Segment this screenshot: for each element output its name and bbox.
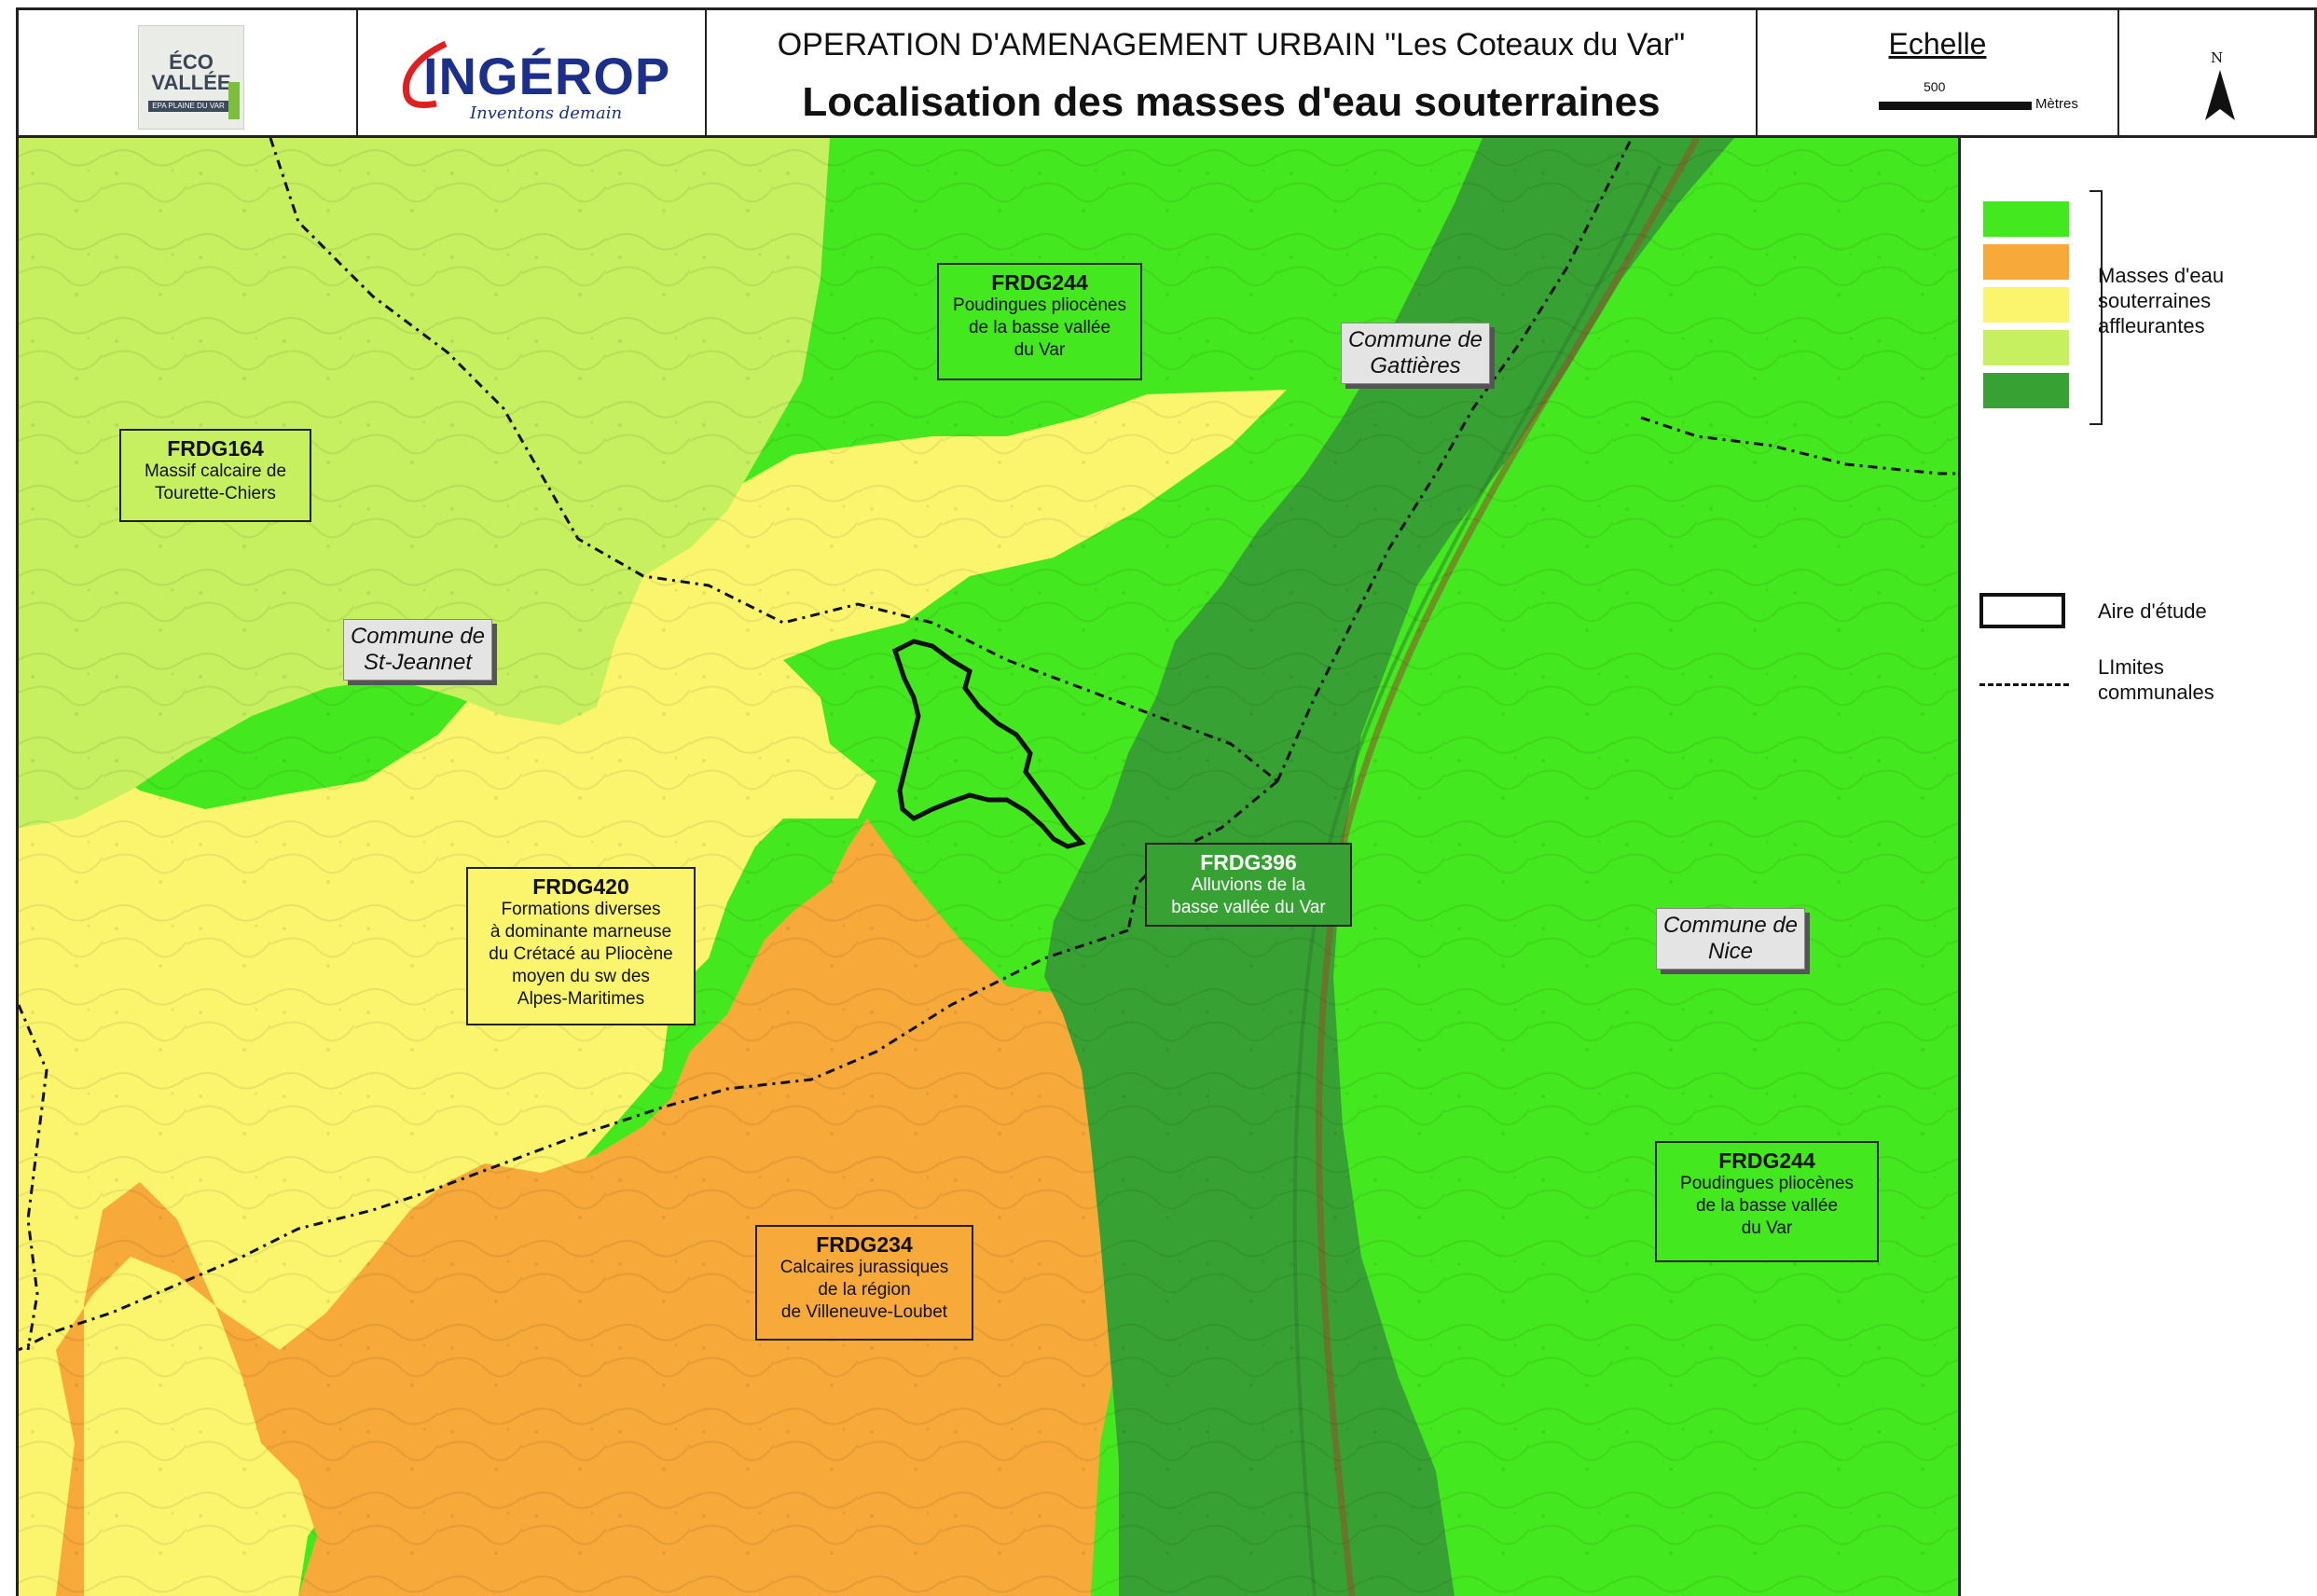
legend-bracket [2089, 190, 2103, 425]
zone-description-line: basse vallée du Var [1171, 898, 1326, 917]
north-arrow-icon [2205, 70, 2235, 120]
legend-study-area-label: Aire d'étude [2098, 599, 2207, 623]
legend-boundary-line: communales [2098, 681, 2214, 704]
study-area-outline [891, 639, 1086, 849]
zone-code: FRDG420 [532, 874, 629, 899]
map-legend: Masses d'eau souterraines affleurantes A… [1961, 138, 2317, 1596]
legend-group-line: Masses d'eau [2098, 264, 2225, 287]
zone-description-line: Poudingues pliocènes [1680, 1174, 1854, 1193]
ingerop-logo-cell: INGÉROP Inventons demain [358, 10, 707, 135]
legend-boundary-symbol [1979, 683, 2069, 686]
zone-description-line: Formations diverses [501, 900, 661, 919]
commune-name: Gattières [1370, 353, 1461, 378]
commune-boundary-line [1126, 779, 1278, 931]
legend-boundary-line: LImites [2098, 655, 2164, 679]
legend-swatch-frdg234 [1983, 244, 2069, 280]
commune-label-nice: Commune de Nice [1656, 908, 1805, 970]
operation-title: OPERATION D'AMENAGEMENT URBAIN "Les Cote… [777, 27, 1686, 62]
commune-label-line: Commune de [1347, 327, 1483, 352]
commune-boundary-line [1276, 138, 1634, 782]
topographic-texture [19, 138, 1958, 1596]
zone-code: FRDG244 [1718, 1149, 1815, 1173]
commune-boundary-line [1640, 416, 1958, 475]
legend-swatch-frdg244 [1983, 201, 2069, 237]
ingerop-logo-tagline: Inventons demain [470, 103, 623, 123]
zone-description-line: du Crétacé au Pliocène [489, 944, 673, 964]
scale-title: Echelle [1888, 27, 1987, 61]
eco-vallee-logo-text: ÉCO VALLÉE [151, 50, 231, 94]
zone-description-line: Alluvions de la [1191, 875, 1306, 895]
north-letter: N [2210, 49, 2224, 66]
zone-description-line: de la basse vallée [1695, 1196, 1839, 1216]
zone-code: FRDG234 [816, 1232, 913, 1257]
zone-description-line: Tourette-Chiers [155, 484, 276, 503]
zone-label-frdg164: FRDG164 Massif calcaire de Tourette-Chie… [119, 429, 311, 522]
eco-vallee-logo-subtext: EPA PLAINE DU VAR [152, 102, 225, 110]
map-title: Localisation des masses d'eau souterrain… [802, 79, 1661, 125]
zone-description-line: du Var [1014, 340, 1066, 360]
ingerop-swoosh-icon [402, 40, 448, 109]
legend-study-area-symbol [1979, 593, 2065, 628]
zone-description-line: Massif calcaire de [144, 461, 287, 481]
commune-label-st-jeannet: Commune de St-Jeannet [343, 619, 492, 681]
zone-description-line: de Villeneuve-Loubet [780, 1302, 948, 1322]
zone-description-line: de la région [818, 1280, 911, 1300]
commune-label-line: Commune de [1662, 913, 1799, 938]
zone-description-line: Alpes-Maritimes [517, 989, 645, 1009]
zone-description-line: moyen du sw des [512, 967, 650, 986]
ingerop-logo-name: INGÉROP [423, 47, 671, 105]
zone-description-line: Poudingues pliocènes [953, 296, 1126, 315]
zone-label-frdg244-east: FRDG244 Poudingues pliocènes de la basse… [1655, 1141, 1879, 1262]
legend-swatch-frdg420 [1983, 287, 2069, 323]
commune-name: Nice [1707, 939, 1753, 964]
eco-vallee-logo: ÉCO VALLÉE EPA PLAINE DU VAR [138, 25, 244, 130]
zone-description-line: de la basse vallée [968, 318, 1111, 337]
scale-unit: Mètres [2035, 96, 2078, 112]
zone-label-frdg396: FRDG396 Alluvions de la basse vallée du … [1145, 843, 1352, 927]
zone-description-line: à dominante marneuse [490, 922, 672, 942]
groundwater-zones [19, 138, 1958, 1596]
legend-group-line: souterraines [2098, 289, 2212, 312]
zone-description-line: du Var [1741, 1218, 1793, 1238]
scale-bar [1879, 102, 2032, 110]
commune-label-gattieres: Commune de Gattières [1341, 323, 1490, 384]
map-header: ÉCO VALLÉE EPA PLAINE DU VAR INGÉROP Inv… [16, 7, 2317, 138]
zone-code: FRDG164 [167, 436, 264, 461]
scale-value: 500 [1924, 79, 1946, 94]
legend-swatch-frdg396 [1983, 373, 2069, 408]
zone-code: FRDG396 [1200, 850, 1297, 874]
title-cell: OPERATION D'AMENAGEMENT URBAIN "Les Cote… [707, 10, 1758, 135]
commune-boundary-line [19, 1004, 48, 1351]
north-arrow-cell: N [2119, 10, 2314, 135]
map-canvas: FRDG244 Poudingues pliocènes de la basse… [16, 138, 1961, 1596]
commune-name: St-Jeannet [363, 650, 473, 675]
zone-label-frdg244-north: FRDG244 Poudingues pliocènes de la basse… [937, 263, 1142, 380]
eco-vallee-logo-accent [228, 82, 240, 119]
zone-code: FRDG244 [991, 270, 1088, 295]
scale-cell: Echelle 500 Mètres [1758, 10, 2119, 135]
eco-vallee-logo-cell: ÉCO VALLÉE EPA PLAINE DU VAR [19, 10, 358, 135]
zone-label-frdg234: FRDG234 Calcaires jurassiques de la régi… [755, 1225, 973, 1341]
legend-group-label: Masses d'eau souterraines affleurantes [2098, 263, 2224, 338]
zone-description-line: Calcaires jurassiques [779, 1258, 949, 1277]
legend-swatch-frdg164 [1983, 330, 2069, 365]
eco-vallee-logo-bar [148, 101, 228, 112]
legend-group-line: affleurantes [2098, 314, 2205, 337]
zone-label-frdg420: FRDG420 Formations diverses à dominante … [466, 867, 696, 1025]
commune-boundary-line [269, 138, 1278, 783]
legend-boundary-label: LImites communales [2098, 654, 2214, 705]
commune-label-line: Commune de [350, 624, 486, 649]
